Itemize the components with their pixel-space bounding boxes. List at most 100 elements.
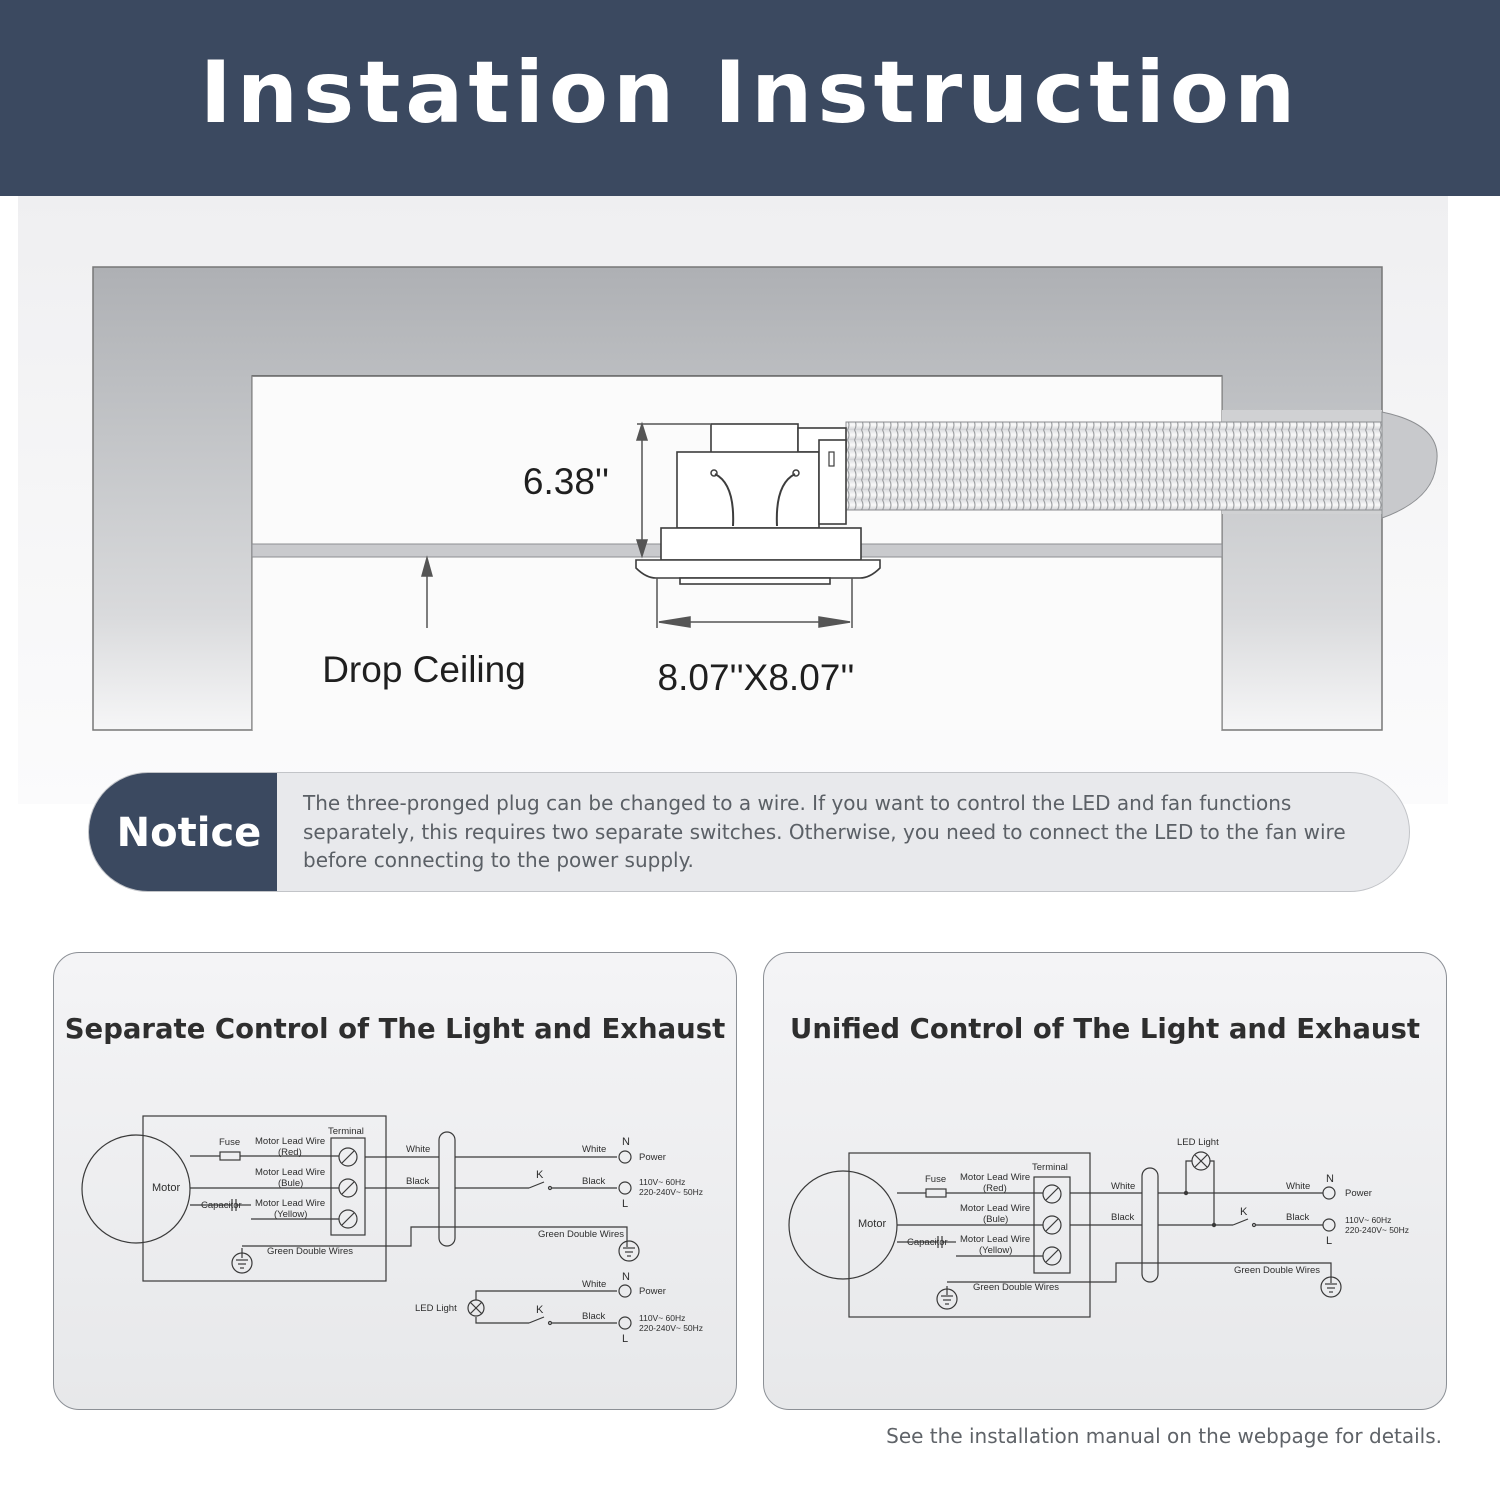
- wire-yellow-label: Motor Lead Wire: [255, 1198, 325, 1209]
- page-title: Instation Instruction: [199, 43, 1301, 143]
- voltage-label: 220-240V~ 50Hz: [639, 1187, 703, 1197]
- notice-text: The three-pronged plug can be changed to…: [303, 791, 1346, 872]
- footnote: See the installation manual on the webpa…: [886, 1424, 1442, 1448]
- ground-icon: [618, 1240, 640, 1262]
- white-wire-label: White: [1111, 1181, 1135, 1192]
- unified-wiring-diagram: Motor Fuse Terminal Motor Lead Wire (Red…: [788, 1137, 1409, 1318]
- switch-icon: [1232, 1218, 1323, 1228]
- terminal-l-icon: [618, 1181, 632, 1195]
- lamp-icon: [1191, 1151, 1211, 1171]
- voltage-label: 220-240V~ 50Hz: [639, 1323, 703, 1333]
- terminal-label: Terminal: [328, 1126, 364, 1137]
- switch-label: K: [1240, 1206, 1248, 1218]
- wire-connector: [1141, 1167, 1159, 1283]
- separate-control-card: Separate Control of The Light and Exhaus…: [53, 952, 737, 1410]
- motor-label: Motor: [858, 1218, 886, 1230]
- drop-ceiling-label: Drop Ceiling: [322, 649, 526, 690]
- wire-blue-label: Motor Lead Wire: [255, 1167, 325, 1178]
- switch-icon: [528, 1181, 617, 1191]
- led-light-label: LED Light: [1177, 1137, 1219, 1148]
- wire-yellow-color: (Yellow): [274, 1209, 307, 1220]
- motor-label: Motor: [152, 1182, 180, 1194]
- capacitor-icon: [190, 1199, 251, 1211]
- voltage-label: 220-240V~ 50Hz: [1345, 1225, 1409, 1235]
- wire-red-color: (Red): [983, 1183, 1007, 1194]
- flex-duct: [845, 421, 1383, 511]
- wire-yellow-label: Motor Lead Wire: [960, 1234, 1030, 1245]
- white-wire-label: White: [406, 1144, 430, 1155]
- lamp-icon: [467, 1299, 485, 1317]
- ground-icon: [936, 1288, 958, 1310]
- neutral-label: N: [622, 1271, 630, 1283]
- white-wire-label: White: [582, 1279, 606, 1290]
- terminal-screw-icon: [1042, 1184, 1062, 1204]
- height-label: 6.38'': [523, 461, 609, 502]
- motor-icon: [81, 1134, 191, 1244]
- vent-cap: [1381, 411, 1438, 519]
- wire-yellow-color: (Yellow): [979, 1245, 1012, 1256]
- capacitor-label: Capacitor: [201, 1200, 242, 1211]
- green-wires-label: Green Double Wires: [973, 1282, 1059, 1293]
- capacitor-label: Capacitor: [907, 1237, 948, 1248]
- notice-label: Notice: [89, 773, 277, 891]
- black-wire-label: Black: [582, 1311, 605, 1322]
- power-label: Power: [639, 1152, 666, 1163]
- capacitor-icon: [897, 1236, 956, 1248]
- neutral-label: N: [1326, 1173, 1334, 1185]
- voltage-label: 110V~ 60Hz: [639, 1313, 685, 1323]
- green-wires-label: Green Double Wires: [538, 1229, 624, 1240]
- switch-label: K: [536, 1304, 544, 1316]
- wire-connector: [438, 1131, 456, 1247]
- terminal-label: Terminal: [1032, 1162, 1068, 1173]
- green-wires-label: Green Double Wires: [1234, 1265, 1320, 1276]
- power-label: Power: [1345, 1188, 1372, 1199]
- fan-housing-box: [848, 1152, 1091, 1318]
- ground-icon: [231, 1252, 253, 1274]
- height-dimension: [635, 421, 710, 559]
- led-light-label: LED Light: [415, 1303, 457, 1314]
- separate-control-title: Separate Control of The Light and Exhaus…: [64, 1013, 726, 1045]
- black-wire-label: Black: [1111, 1212, 1134, 1223]
- black-wire-label: Black: [406, 1176, 429, 1187]
- wire-red-label: Motor Lead Wire: [960, 1172, 1030, 1183]
- unified-control-title: Unified Control of The Light and Exhaust: [790, 1013, 1420, 1045]
- switch-label: K: [536, 1169, 544, 1181]
- green-wires-label: Green Double Wires: [267, 1246, 353, 1257]
- voltage-label: 110V~ 60Hz: [639, 1177, 685, 1187]
- power-label: Power: [639, 1286, 666, 1297]
- width-dimension: [656, 578, 853, 628]
- voltage-label: 110V~ 60Hz: [1345, 1215, 1391, 1225]
- fan-housing-box: [142, 1115, 387, 1282]
- terminal-l-icon: [1322, 1218, 1336, 1232]
- terminal-n-icon: [1322, 1186, 1336, 1200]
- black-wire-label: Black: [1286, 1212, 1309, 1223]
- fuse-icon: [219, 1151, 241, 1161]
- line-label: L: [1326, 1235, 1332, 1247]
- title-banner: Instation Instruction: [0, 0, 1500, 196]
- terminal-block: [330, 1137, 366, 1236]
- terminal-n-icon: [618, 1284, 632, 1298]
- wire-blue-color: (Bule): [278, 1178, 303, 1189]
- ceiling-pointer: [421, 555, 433, 628]
- line-label: L: [622, 1333, 628, 1345]
- fuse-label: Fuse: [219, 1137, 240, 1148]
- ground-icon: [1320, 1276, 1342, 1298]
- wire-red-color: (Red): [278, 1147, 302, 1158]
- notice-panel: Notice The three-pronged plug can be cha…: [88, 772, 1410, 892]
- dimension-drawing: 6.38'' 8.07''X8.07'' Drop Ceiling: [0, 196, 1500, 806]
- white-wire-label: White: [582, 1144, 606, 1155]
- wire-blue-color: (Bule): [983, 1214, 1008, 1225]
- fuse-label: Fuse: [925, 1174, 946, 1185]
- fan-unit: [635, 423, 881, 585]
- unified-control-card: Unified Control of The Light and Exhaust: [763, 952, 1447, 1410]
- wire-blue-label: Motor Lead Wire: [960, 1203, 1030, 1214]
- ceiling-cross-section: 6.38'' 8.07''X8.07'' Drop Ceiling: [18, 196, 1448, 804]
- black-wire-label: Black: [582, 1176, 605, 1187]
- terminal-l-icon: [618, 1316, 632, 1330]
- white-wire-label: White: [1286, 1181, 1310, 1192]
- neutral-label: N: [622, 1136, 630, 1148]
- terminal-screw-icon: [338, 1147, 358, 1167]
- fuse-icon: [925, 1188, 947, 1198]
- separate-wiring-diagram: Motor Fuse Terminal Motor Lead Wire (Red…: [81, 1115, 703, 1345]
- terminal-n-icon: [618, 1150, 632, 1164]
